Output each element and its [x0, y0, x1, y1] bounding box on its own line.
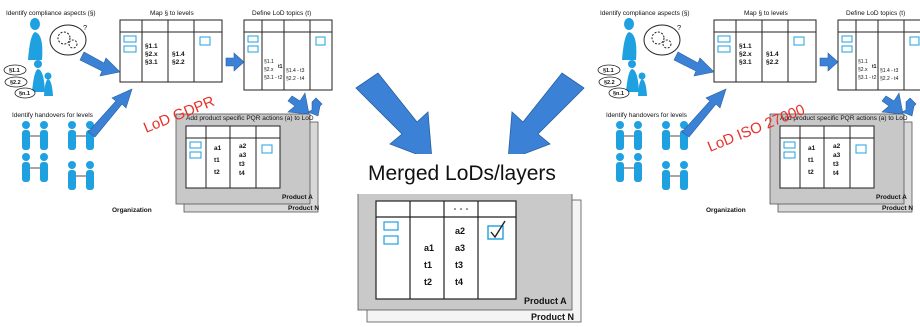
speech-bubble-a: §1.1 [9, 68, 20, 74]
prod-cell: t1 [214, 157, 220, 164]
add-actions-label: Add product specific PQR actions (a) to … [186, 115, 314, 122]
prod-cell: t2 [808, 169, 814, 176]
topic-cell: §1.4 - t3 [286, 68, 305, 74]
merged-stack: Merged LoDs/layers a1 t1 t2 a2 a3 t3 t4 … [352, 154, 582, 323]
merged-cell: t4 [455, 277, 463, 287]
merged-table [375, 200, 517, 300]
identify-compliance-label: Identify compliance aspects (§) [600, 10, 690, 17]
map-levels-label: Map § to levels [150, 10, 194, 17]
product-a-label: Product A [876, 194, 907, 201]
map-cell: §2.x [145, 51, 158, 58]
merged-cell: t2 [424, 277, 432, 287]
prod-cell: a3 [833, 152, 841, 159]
prod-cell: a3 [239, 152, 247, 159]
map-cell: §2.2 [172, 59, 185, 66]
topic-cell: §1.1 [858, 59, 868, 65]
prod-cell: t2 [214, 169, 220, 176]
define-topics-label: Define LoD topics (t) [252, 10, 311, 17]
map-cell: §1.1 [739, 43, 752, 50]
topic-cell: §3.1 - t2 [858, 75, 877, 81]
speech-bubble-c: §n.1 [613, 91, 624, 97]
product-n-label: Product N [288, 205, 319, 212]
map-cell: §3.1 [145, 59, 158, 66]
topic-cell: §2.2 - t4 [880, 76, 899, 82]
map-cell: §2.2 [766, 59, 779, 66]
product-n-label: Product N [882, 205, 913, 212]
right-panel: Identify compliance aspects (§) Map § to… [597, 10, 920, 214]
topic-cell: §2.x [264, 67, 274, 73]
merged-cell: a3 [455, 243, 465, 253]
topic-cell: §1.1 [264, 59, 274, 65]
map-cell: §1.4 [172, 51, 185, 58]
prod-cell: t4 [833, 170, 839, 177]
prod-cell: t3 [239, 161, 245, 168]
product-a-label: Product A [282, 194, 313, 201]
map-cell: §2.x [739, 51, 752, 58]
topic-cell: t1 [278, 64, 283, 70]
product-n-label: Product N [531, 312, 574, 322]
prod-cell: t4 [239, 170, 245, 177]
merge-arrows [355, 72, 585, 161]
organization-label: Organization [112, 207, 152, 214]
merge-arrow-right [507, 72, 585, 161]
prod-cell: a2 [239, 143, 247, 150]
topic-cell: §2.x [858, 67, 868, 73]
merged-cell: a2 [455, 226, 465, 236]
prod-cell: a1 [808, 145, 816, 152]
blank-box-icon [383, 221, 399, 231]
prod-cell: a1 [214, 145, 222, 152]
map-cell: §1.1 [145, 43, 158, 50]
product-a-label: Product A [524, 296, 567, 306]
left-panel: Identify compliance aspects (§) Map § to… [3, 10, 333, 214]
topic-cell: §2.2 - t4 [286, 76, 305, 82]
map-cell: §3.1 [739, 59, 752, 66]
define-topics-label: Define LoD topics (t) [846, 10, 905, 17]
prod-cell: t1 [808, 157, 814, 164]
speech-bubble-a: §1.1 [603, 68, 614, 74]
identify-handovers-label: Identify handovers for levels [12, 112, 94, 119]
prod-cell: t3 [833, 161, 839, 168]
speech-bubble-c: §n.1 [19, 91, 30, 97]
merge-arrow-left [355, 72, 433, 161]
speech-bubble-b: §2.2 [10, 80, 21, 86]
map-levels-label: Map § to levels [744, 10, 788, 17]
speech-bubble-b: §2.2 [604, 80, 615, 86]
map-cell: §1.4 [766, 51, 779, 58]
topic-cell: t1 [872, 64, 877, 70]
topic-cell: §1.4 - t3 [880, 68, 899, 74]
identify-compliance-label: Identify compliance aspects (§) [6, 10, 96, 17]
topic-cell: §3.1 - t2 [264, 75, 283, 81]
checkbox-icon [487, 220, 506, 240]
merged-cell: a1 [424, 243, 434, 253]
merged-cell: t3 [455, 260, 463, 270]
prod-cell: a2 [833, 143, 841, 150]
add-actions-label: Add product specific PQR actions (a) to … [780, 115, 908, 122]
merged-title: Merged LoDs/layers [368, 162, 556, 185]
blank-box-icon [383, 235, 399, 245]
organization-label: Organization [706, 207, 746, 214]
merged-cell: t1 [424, 260, 432, 270]
identify-handovers-label: Identify handovers for levels [606, 112, 688, 119]
